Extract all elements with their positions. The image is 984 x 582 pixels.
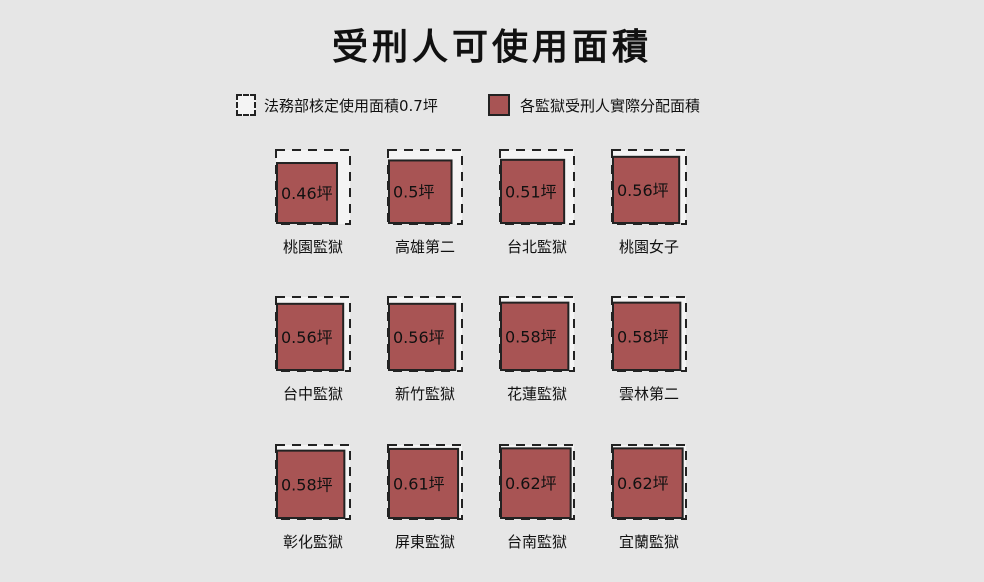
category-label: 宜蘭監獄 (619, 533, 679, 551)
actual-area-square (388, 302, 457, 371)
actual-area-square (500, 301, 570, 372)
value-label: 0.51坪 (505, 182, 557, 201)
actual-area-square (500, 447, 572, 520)
value-label: 0.58坪 (281, 475, 333, 494)
chart-title: 受刑人可使用面積 (331, 27, 652, 68)
legend-swatch-actual (488, 94, 510, 116)
value-label: 0.56坪 (281, 328, 333, 347)
category-label: 桃園女子 (619, 238, 679, 256)
actual-area-square (276, 302, 345, 371)
value-label: 0.62坪 (617, 474, 669, 493)
legend-label-actual: 各監獄受刑人實際分配面積 (520, 96, 701, 115)
category-label: 雲林第二 (619, 385, 679, 403)
category-label: 桃園監獄 (283, 238, 343, 256)
category-label: 台中監獄 (283, 385, 343, 403)
actual-area-square (612, 447, 684, 520)
value-label: 0.56坪 (617, 181, 669, 200)
category-label: 台北監獄 (507, 238, 567, 256)
value-label: 0.5坪 (393, 183, 434, 202)
category-label: 屏東監獄 (395, 533, 455, 551)
actual-area-square (612, 155, 681, 225)
category-label: 高雄第二 (395, 238, 455, 256)
category-label: 花蓮監獄 (507, 385, 567, 403)
legend-item-actual: 各監獄受刑人實際分配面積 (488, 92, 700, 118)
legend: 法務部核定使用面積0.7坪 各監獄受刑人實際分配面積 (0, 92, 984, 122)
category-label: 台南監獄 (507, 533, 567, 551)
value-label: 0.62坪 (505, 474, 557, 493)
actual-area-square (276, 449, 346, 520)
actual-area-square (612, 301, 682, 372)
value-label: 0.58坪 (617, 327, 669, 346)
legend-label-standard: 法務部核定使用面積0.7坪 (264, 96, 438, 115)
category-label: 彰化監獄 (283, 533, 343, 551)
legend-swatch-standard (236, 94, 256, 116)
actual-area-square (388, 447, 460, 519)
value-label: 0.56坪 (393, 328, 445, 347)
value-label: 0.58坪 (505, 327, 557, 346)
value-label: 0.61坪 (393, 474, 445, 493)
value-label: 0.46坪 (281, 184, 333, 203)
actual-area-square (276, 162, 338, 224)
actual-area-square (500, 158, 566, 225)
legend-item-standard: 法務部核定使用面積0.7坪 (236, 92, 438, 118)
category-label: 新竹監獄 (395, 385, 455, 403)
actual-area-square (388, 159, 453, 225)
